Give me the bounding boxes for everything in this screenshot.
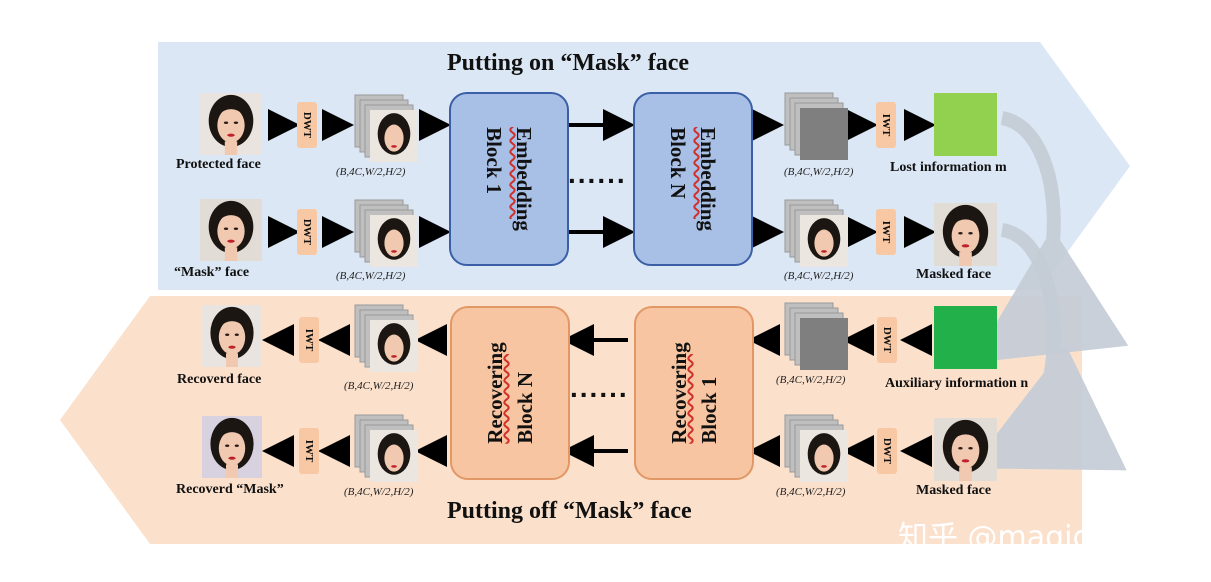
auxiliary-information-square	[934, 306, 997, 369]
dim-label: (B,4C,W/2,H/2)	[344, 486, 414, 498]
block-label-line1: Embedding	[696, 127, 720, 231]
dim-label: (B,4C,W/2,H/2)	[776, 374, 846, 386]
dwt-operator: DWT	[877, 317, 897, 363]
ellipsis-top: ......	[568, 158, 627, 189]
dim-label: (B,4C,W/2,H/2)	[784, 270, 854, 282]
iwt-operator: IWT	[299, 428, 319, 474]
dim-label: (B,4C,W/2,H/2)	[336, 166, 406, 178]
top-arrows	[268, 109, 936, 248]
block-label-line1: Embedding	[512, 127, 536, 231]
block-label-line2: Block 1	[697, 376, 721, 444]
feature-map-stack	[784, 302, 848, 370]
feature-map-stack	[354, 414, 418, 482]
lost-information-square	[934, 93, 997, 156]
top-title: Putting on “Mask” face	[447, 50, 689, 76]
masked-face-image	[934, 203, 997, 266]
bottom-arrows	[262, 324, 932, 467]
feature-map-stack	[354, 304, 418, 372]
embedding-block-1: Embedding Block 1	[449, 92, 569, 266]
recovered-face-image	[202, 305, 262, 367]
embedding-block-n: Embedding Block N	[633, 92, 753, 266]
transfer-arrow-lost-to-aux	[972, 111, 1129, 363]
transfer-arrow-masked	[970, 223, 1127, 471]
feature-map-stack	[354, 199, 418, 267]
feature-map-stack	[784, 199, 848, 267]
dim-label: (B,4C,W/2,H/2)	[776, 486, 846, 498]
masked-face-caption-bottom: Masked face	[916, 483, 992, 498]
protected-face-image	[200, 93, 262, 155]
recovered-face-caption: Recoverd face	[177, 372, 262, 387]
dwt-operator: DWT	[297, 102, 317, 148]
bottom-title: Putting off “Mask” face	[447, 498, 692, 524]
feature-map-stack	[784, 414, 848, 482]
block-label-line1: Recovering	[667, 342, 691, 444]
dim-label: (B,4C,W/2,H/2)	[344, 380, 414, 392]
block-label-line1: Recovering	[483, 342, 507, 444]
iwt-operator: IWT	[299, 317, 319, 363]
feature-map-stack	[784, 92, 848, 160]
dwt-operator: DWT	[877, 428, 897, 474]
auxiliary-information-caption: Auxiliary information n	[885, 376, 1029, 391]
recovering-block-1: Recovering Block 1	[634, 306, 754, 480]
iwt-operator: IWT	[876, 209, 896, 255]
dwt-operator: DWT	[297, 209, 317, 255]
recovering-block-n: Recovering Block N	[450, 306, 570, 480]
recovered-mask-caption: Recoverd “Mask”	[176, 482, 284, 497]
iwt-operator: IWT	[876, 102, 896, 148]
masked-face-caption-top: Masked face	[916, 267, 992, 282]
mask-face-image	[200, 199, 262, 261]
block-label-line2: Block 1	[482, 127, 506, 195]
lost-information-caption: Lost information m	[890, 160, 1007, 175]
dim-label: (B,4C,W/2,H/2)	[336, 270, 406, 282]
dim-label: (B,4C,W/2,H/2)	[784, 166, 854, 178]
block-label-line2: Block N	[666, 127, 690, 199]
masked-face-image	[934, 418, 997, 481]
mask-face-caption: “Mask” face	[174, 265, 250, 280]
feature-map-stack	[354, 94, 418, 162]
protected-face-caption: Protected face	[176, 157, 261, 172]
ellipsis-bottom: ......	[570, 372, 629, 403]
block-label-line2: Block N	[513, 371, 537, 444]
watermark: 知乎 @magic Mei	[898, 520, 1152, 555]
recovered-mask-image	[202, 416, 262, 478]
